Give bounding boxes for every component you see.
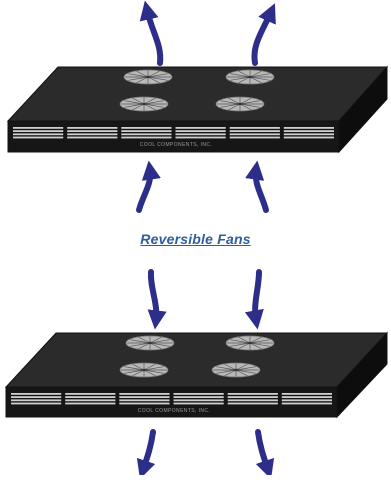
- bottom-intake-arrow-left: [147, 269, 167, 330]
- vent-slat: [227, 402, 278, 405]
- vent-slat: [173, 402, 224, 405]
- vent-slat: [13, 136, 64, 139]
- vent-slat: [175, 127, 226, 129]
- top-unit-vents: [13, 127, 334, 139]
- bottom-exhaust-arrow-left: [136, 429, 156, 480]
- bottom-unit-front-panel: [5, 386, 338, 418]
- bottom-unit: COOL COMPONENTS, INC.: [4, 331, 389, 419]
- fan-icon: [225, 335, 275, 351]
- top-unit-brand-label: COOL COMPONENTS, INC.: [140, 142, 212, 148]
- vent-slat: [11, 399, 62, 402]
- vent-slat: [13, 127, 64, 129]
- fan-icon: [119, 96, 169, 112]
- vent-slat: [13, 133, 64, 136]
- bottom-unit-top-face: [4, 332, 389, 388]
- vent-slat: [173, 393, 224, 395]
- vent-slat: [11, 396, 62, 398]
- vent-slat: [229, 127, 280, 129]
- vent-slat: [121, 127, 172, 129]
- vent-slat: [283, 127, 334, 129]
- vent-slat: [283, 133, 334, 136]
- vent-slat: [121, 130, 172, 132]
- vent-slat: [67, 136, 118, 139]
- fan-icon: [123, 69, 173, 85]
- vent-slat: [229, 130, 280, 132]
- top-intake-arrow-left: [136, 160, 161, 213]
- vent-slat: [67, 127, 118, 129]
- vent-slat: [227, 399, 278, 402]
- bottom-intake-arrow-right: [244, 269, 264, 330]
- vent-slat: [119, 399, 170, 402]
- vent-slat: [229, 136, 280, 139]
- top-unit-front-panel: [7, 120, 340, 153]
- vent-slat: [281, 402, 332, 405]
- vent-slat: [65, 393, 116, 395]
- top-intake-arrow-right: [245, 160, 269, 213]
- vent-slat: [121, 136, 172, 139]
- vent-slat: [281, 396, 332, 398]
- top-exhaust-arrow-left: [139, 0, 164, 66]
- top-unit-fans: [119, 69, 275, 112]
- vent-slat: [11, 393, 62, 395]
- vent-slat: [173, 399, 224, 402]
- bottom-unit-fans: [119, 335, 275, 378]
- reversible-fans-caption: Reversible Fans: [140, 231, 251, 247]
- vent-slat: [119, 396, 170, 398]
- top-unit: COOL COMPONENTS, INC.: [6, 65, 389, 154]
- vent-slat: [227, 396, 278, 398]
- vent-slat: [283, 130, 334, 132]
- vent-slat: [175, 136, 226, 139]
- fan-icon: [125, 335, 175, 351]
- vent-slat: [119, 402, 170, 405]
- vent-slat: [175, 130, 226, 132]
- bottom-unit-vents: [11, 393, 332, 405]
- vent-slat: [13, 130, 64, 132]
- vent-slat: [65, 396, 116, 398]
- vent-slat: [281, 393, 332, 395]
- fan-icon: [211, 362, 261, 378]
- vent-slat: [67, 133, 118, 136]
- bottom-exhaust-arrow-right: [255, 429, 275, 480]
- vent-slat: [67, 130, 118, 132]
- vent-slat: [65, 399, 116, 402]
- vent-slat: [121, 133, 172, 136]
- top-unit-top-face: [6, 66, 389, 122]
- vent-slat: [283, 136, 334, 139]
- top-exhaust-arrow-right: [251, 3, 276, 66]
- fan-icon: [119, 362, 169, 378]
- vent-slat: [227, 393, 278, 395]
- fan-icon: [225, 69, 275, 85]
- bottom-unit-brand-label: COOL COMPONENTS, INC.: [138, 408, 210, 414]
- vent-slat: [173, 396, 224, 398]
- fan-icon: [215, 96, 265, 112]
- vent-slat: [119, 393, 170, 395]
- vent-slat: [11, 402, 62, 405]
- vent-slat: [281, 399, 332, 402]
- vent-slat: [175, 133, 226, 136]
- airflow-arrows: [136, 0, 276, 480]
- vent-slat: [229, 133, 280, 136]
- vent-slat: [65, 402, 116, 405]
